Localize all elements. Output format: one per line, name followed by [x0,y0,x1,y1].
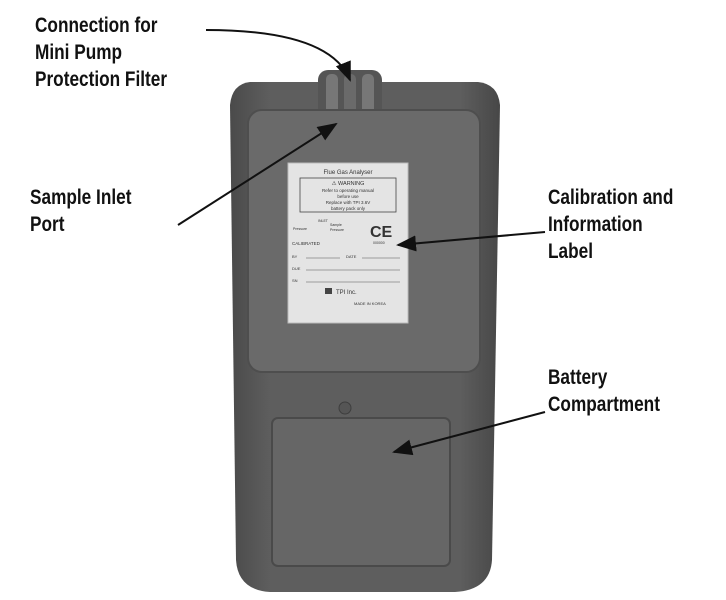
callout-sample-inlet: Sample Inlet Port [30,184,131,238]
label-pressure: Pressure [293,227,307,231]
label-date: DATE [346,254,357,259]
label-sample: Sample [330,223,342,227]
warning-line: Replace with TPI 3.6V [326,200,370,205]
callout-line: Battery [548,366,608,389]
tpi-logo-icon [325,288,332,294]
arrow-sample-inlet [177,122,338,226]
callout-line: Information [548,213,643,236]
warning-line: battery pack only [331,206,366,211]
callout-line: Label [548,240,593,263]
ce-mark: CE [370,224,393,241]
label-sn: SN [292,278,298,283]
callout-connection: Connection for Mini Pump Protection Filt… [35,12,167,93]
calibration-label: Flue Gas Analyser ⚠ WARNING Refer to ope… [287,162,409,324]
arrow-calibration [396,231,546,252]
callout-calibration: Calibration and Information Label [548,184,673,265]
callout-battery: Battery Compartment [548,364,660,418]
screw-icon [338,401,352,415]
callout-line: Sample Inlet [30,186,132,209]
callout-line: Protection Filter [35,68,168,91]
label-made-in: MADE IN KOREA [354,301,386,306]
callout-line: Mini Pump [35,41,123,64]
label-due: DUE [292,266,301,271]
arrow-connection [205,29,351,82]
label-brand: TPI Inc. [336,290,357,296]
label-title: Flue Gas Analyser [323,170,372,176]
label-inlet: INLET [318,219,329,223]
label-pressure: Pressure [330,228,344,232]
callout-line: Compartment [548,393,660,416]
callout-line: Calibration and [548,186,674,209]
label-calibrated: CALIBRATED [292,241,321,246]
callout-line: Port [30,213,65,236]
label-warning: ⚠ WARNING [332,180,365,187]
label-by: BY [292,254,298,259]
battery-cover [271,417,451,567]
callout-line: Connection for [35,14,158,37]
ce-number: 000000 [373,241,385,245]
warning-line: before use [337,194,359,199]
warning-line: Refer to operating manual [322,188,374,193]
arrow-battery [392,411,546,456]
